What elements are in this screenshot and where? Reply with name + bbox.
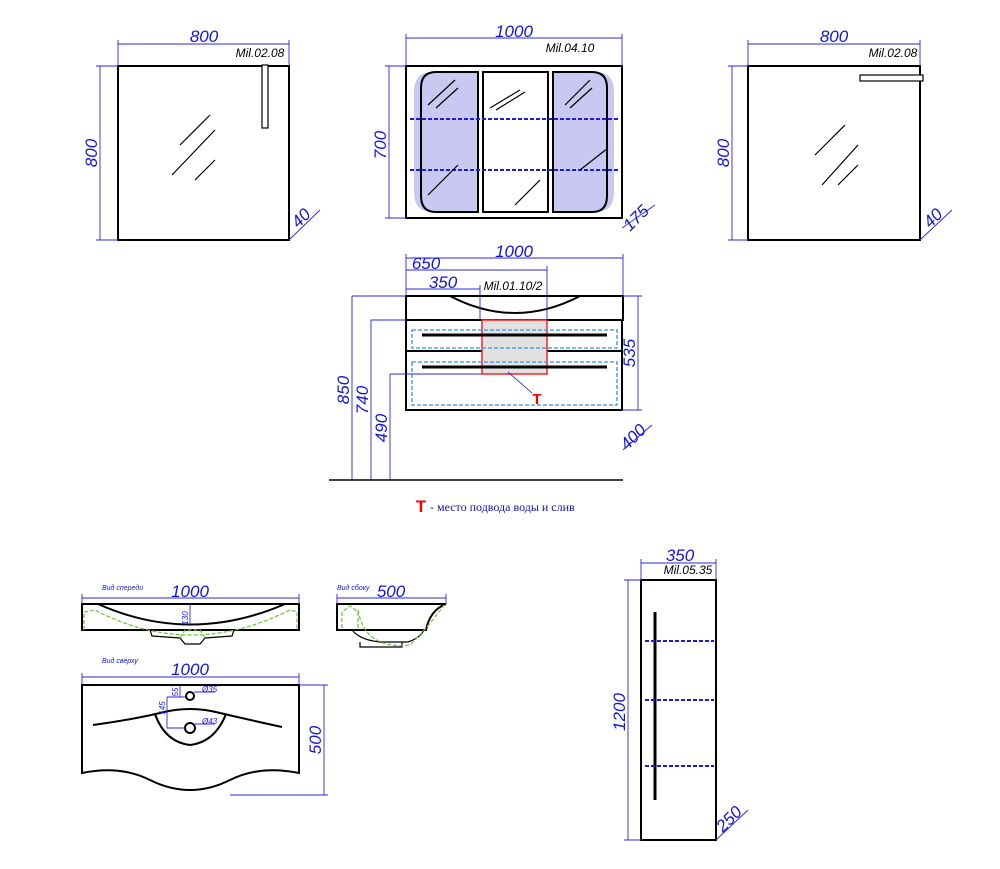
dim-width: 1000	[171, 582, 209, 601]
dim-width: 1000	[495, 242, 533, 261]
legend-marker: Т	[416, 497, 427, 516]
dim-width: 800	[820, 27, 849, 46]
dim-depth: 400	[616, 420, 650, 454]
cabinet-door-right	[552, 71, 608, 213]
tall-column: 350 Mil.05.35 1200 250	[610, 546, 749, 841]
water-supply-zone	[481, 319, 548, 375]
dim-650: 650	[412, 254, 441, 273]
glass-reflection-icon	[171, 114, 216, 181]
dim-145: 145	[158, 701, 167, 715]
mirror-left: 800 Mil.02.08 800 40	[82, 27, 321, 241]
dim-width: 1000	[171, 660, 209, 679]
vanity-countertop	[405, 295, 624, 321]
dim-depth: 40	[920, 204, 947, 231]
view-label: Вид спереди	[102, 584, 143, 592]
dim-width: 350	[666, 546, 695, 565]
view-label: Вид сбоку	[337, 584, 370, 592]
legend: Т - место подвода воды и слив	[416, 497, 575, 516]
glass-reflection-icon	[814, 124, 859, 186]
dim-width: 800	[190, 27, 219, 46]
dim-width: 1000	[495, 22, 533, 41]
dim-height: 1200	[610, 693, 629, 731]
dim-height: 800	[714, 138, 733, 167]
dim-depth: 175	[619, 201, 653, 235]
led-strip	[411, 361, 618, 406]
product-code: Mil.05.35	[664, 563, 713, 577]
cabinet-door-left	[420, 71, 479, 213]
column-outline	[640, 579, 717, 841]
drain-hole	[184, 722, 196, 734]
water-marker: Т	[532, 391, 541, 408]
basin-front-view: Вид спереди 1000 130	[81, 582, 300, 645]
dim-width: 500	[377, 582, 406, 601]
dim-depth: 40	[288, 204, 315, 231]
product-code: Mil.02.08	[869, 46, 918, 60]
dim-depth: 500	[306, 725, 325, 754]
hole-diameter-43: Ø43	[201, 717, 218, 726]
dim-55: 55	[171, 687, 180, 696]
basin-side-view: Вид сбоку 500	[336, 582, 447, 648]
dim-535: 535	[620, 338, 639, 367]
mirror-left-outline	[117, 65, 290, 241]
mirror-right-handle	[859, 74, 924, 82]
dim-490: 490	[372, 413, 391, 442]
vanity-unit: Т 1000 650 350 Mil.01.10/2 850 740 490 5…	[329, 242, 653, 481]
dim-740: 740	[353, 385, 372, 414]
product-code: Mil.04.10	[546, 41, 595, 55]
legend-text: - место подвода воды и слив	[430, 500, 575, 514]
mirror-left-handle	[261, 64, 269, 129]
dim-height: 700	[371, 130, 390, 159]
product-code: Mil.01.10/2	[484, 279, 543, 293]
dim-height: 800	[82, 138, 101, 167]
product-code: Mil.02.08	[236, 46, 285, 60]
cabinet-outline	[405, 65, 623, 219]
mirror-cabinet: 1000 Mil.04.10 700 175	[371, 22, 656, 235]
mirror-right-outline	[747, 65, 921, 241]
basin-top-view: Вид сверху 1000 500 55 145 Ø35 Ø43	[81, 657, 328, 796]
dim-350: 350	[429, 273, 458, 292]
view-label: Вид сверху	[102, 657, 138, 665]
hole-diameter-35: Ø35	[201, 685, 218, 694]
glass-reflection-icon	[427, 79, 609, 206]
mirror-right: 800 Mil.02.08 800 40	[714, 27, 953, 241]
dim-depth: 130	[181, 611, 190, 625]
cabinet-door-center	[482, 71, 549, 213]
dim-850: 850	[334, 375, 353, 404]
led-strip	[411, 329, 618, 349]
basin-bowl	[449, 295, 581, 314]
faucet-hole	[185, 691, 195, 701]
